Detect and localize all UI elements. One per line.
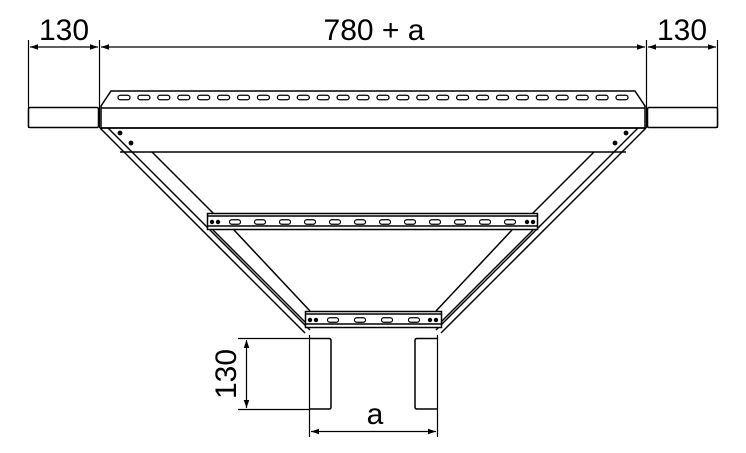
right-stub xyxy=(646,106,719,129)
slot xyxy=(376,94,390,101)
slot xyxy=(575,94,589,101)
slot xyxy=(117,94,131,101)
bottom-right-stub xyxy=(414,337,438,410)
slot xyxy=(353,219,367,225)
slot xyxy=(478,219,492,225)
slot xyxy=(296,94,310,101)
slot xyxy=(137,94,151,101)
slot xyxy=(303,219,317,225)
slot xyxy=(396,94,410,101)
slot xyxy=(236,94,251,101)
bottom-dimensions xyxy=(238,335,439,437)
slot xyxy=(253,219,267,225)
bottom-rung-bolts xyxy=(307,317,439,323)
slot xyxy=(228,219,242,225)
slot xyxy=(197,94,211,101)
slot xyxy=(475,94,490,101)
slot xyxy=(615,94,629,101)
slot xyxy=(326,317,340,323)
dim-top-right-label: 130 xyxy=(657,14,707,47)
slot xyxy=(495,94,510,101)
dim-bottom-width-label: a xyxy=(367,398,384,431)
slot xyxy=(515,94,530,101)
bottom-rung xyxy=(304,310,443,329)
slot xyxy=(157,94,171,101)
slot xyxy=(555,94,569,101)
slot xyxy=(353,317,367,323)
top-rail-bolts xyxy=(117,130,629,146)
top-dimensions xyxy=(27,40,719,128)
slot xyxy=(436,94,450,101)
middle-rung-slots xyxy=(228,219,517,225)
slot xyxy=(276,94,291,101)
slot xyxy=(336,94,350,101)
slot xyxy=(416,94,430,101)
slot xyxy=(356,94,370,101)
top-rail xyxy=(100,90,646,153)
slot xyxy=(316,94,330,101)
slot xyxy=(380,317,394,323)
slot xyxy=(278,219,292,225)
middle-rung xyxy=(206,212,539,231)
slot xyxy=(407,317,421,323)
slot xyxy=(428,219,442,225)
diagonal-inner-continuations xyxy=(212,229,534,323)
bottom-left-stub xyxy=(309,337,332,410)
slot xyxy=(455,94,470,101)
slot xyxy=(595,94,609,101)
bottom-rung-slots xyxy=(326,317,421,323)
slot xyxy=(453,219,467,225)
dim-top-center-label: 780 + a xyxy=(324,14,425,47)
slot xyxy=(256,94,271,101)
slot xyxy=(216,94,231,101)
top-rail-slots xyxy=(117,94,629,101)
slot xyxy=(535,94,549,101)
left-stub xyxy=(27,106,100,129)
dim-top-left-label: 130 xyxy=(39,14,89,47)
slot xyxy=(378,219,392,225)
side-stubs xyxy=(27,106,719,129)
bottom-stubs xyxy=(309,337,438,410)
slot xyxy=(328,219,342,225)
slot xyxy=(403,219,417,225)
middle-rung-bolts xyxy=(209,219,536,225)
dim-bottom-height-label: 130 xyxy=(210,349,243,399)
diagonal-bars xyxy=(99,127,647,334)
slot xyxy=(503,219,517,225)
slot xyxy=(177,94,191,101)
